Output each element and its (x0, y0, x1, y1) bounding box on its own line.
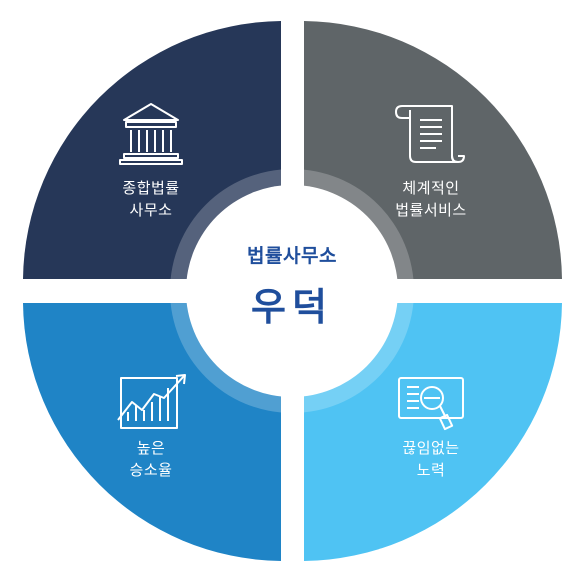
label-top-left-line2: 사무소 (129, 201, 173, 219)
quadrant-top-left (23, 21, 281, 279)
center-circle (186, 185, 398, 397)
label-top-right-line1: 체계적인 (402, 179, 460, 197)
document-magnifier-icon (398, 377, 464, 431)
label-bottom-left-line2: 승소율 (129, 461, 173, 479)
quadrant-bottom-left (23, 303, 281, 561)
label-bottom-left: 높은 승소율 (81, 437, 221, 481)
courthouse-icon (119, 103, 183, 165)
label-top-right: 체계적인 법률서비스 (361, 177, 501, 221)
scroll-document-icon (395, 105, 465, 163)
quadrant-top-right (304, 21, 562, 279)
center-title: 우덕 (251, 285, 333, 329)
label-bottom-right-line1: 끊임없는 (402, 439, 460, 457)
label-bottom-left-line1: 높은 (136, 439, 166, 457)
center-subtitle: 법률사무소 (247, 245, 337, 267)
rising-chart-icon (117, 374, 186, 429)
label-top-left-line1: 종합법률 (122, 179, 180, 197)
label-top-left: 종합법률 사무소 (81, 177, 221, 221)
label-bottom-right-line2: 노력 (416, 461, 446, 479)
label-top-right-line2: 법률서비스 (395, 201, 467, 219)
label-bottom-right: 끊임없는 노력 (361, 437, 501, 481)
quadrant-bottom-right (304, 303, 562, 561)
